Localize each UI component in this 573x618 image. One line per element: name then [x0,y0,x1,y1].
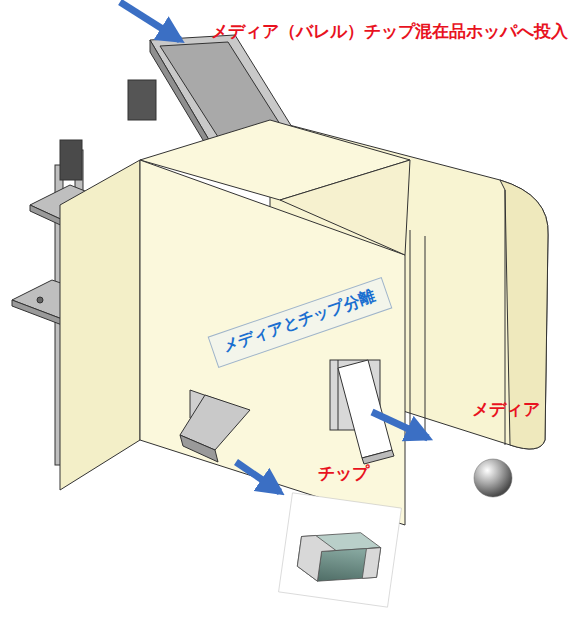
callout-label: メディア [472,398,540,421]
callout-label: チップ [318,462,369,485]
callout-label: メディア（バレル）チップ混在品ホッパへ投入 [211,20,568,43]
